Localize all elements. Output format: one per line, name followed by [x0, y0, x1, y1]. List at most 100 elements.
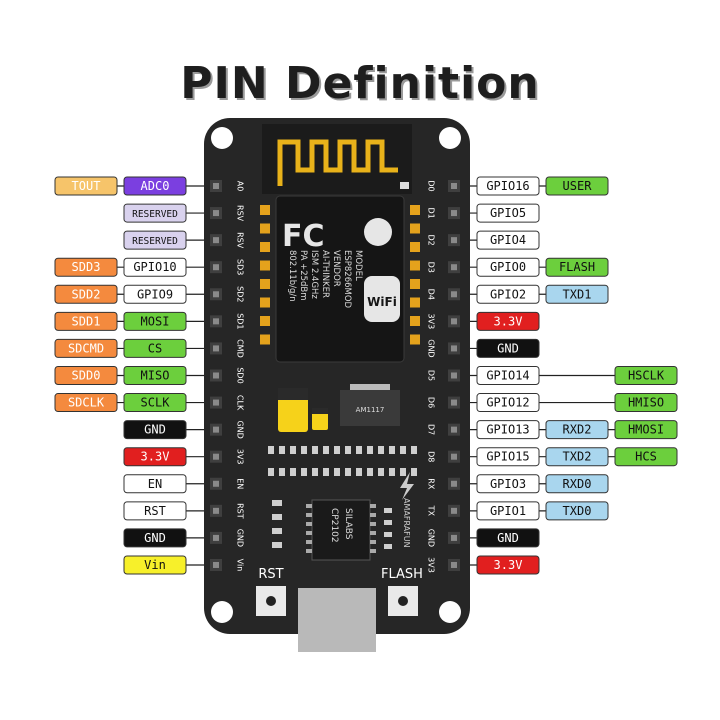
usb-port[interactable]	[298, 588, 376, 652]
pin-label-hsclk: HSCLK	[614, 365, 678, 385]
module-text-line: 802.11b/g/n	[287, 250, 297, 302]
header-pin-left-core	[213, 345, 219, 352]
header-pin-left-core	[213, 237, 219, 244]
pin-label-sdcmd: SDCMD	[54, 338, 118, 358]
pin-label-rxd0: RXD0	[545, 474, 609, 494]
pin-label-box	[123, 257, 187, 277]
pin-label-rxd2: RXD2	[545, 420, 609, 440]
voltage-regulator	[340, 390, 400, 426]
pin-label-gpio14: GPIO14	[476, 365, 540, 385]
header-pin-right-core	[451, 480, 457, 487]
pin-name-right: D1	[427, 207, 436, 218]
header-pin-left-core	[213, 264, 219, 271]
pin-label-box	[123, 474, 187, 494]
pin-label-text: TOUT	[72, 179, 101, 193]
pin-label-rst: RST	[123, 501, 187, 521]
header-pin-left-core	[213, 183, 219, 189]
pin-label-tout: TOUT	[54, 176, 118, 196]
pin-name-left: RSV	[236, 205, 245, 222]
chip-pin	[306, 513, 312, 517]
chip-pin	[370, 522, 376, 526]
pin-label-box	[476, 393, 540, 413]
pin-label-sdd1: SDD1	[54, 311, 118, 331]
wifi-logo	[364, 276, 400, 322]
pin-label-box	[54, 393, 118, 413]
header-pin-left-core	[213, 210, 219, 217]
pin-label-text: GPIO5	[490, 206, 526, 220]
header-pin-left-core	[213, 426, 219, 433]
pin-label-gnd: GND	[476, 338, 540, 358]
pin-label-text: SCLK	[141, 396, 171, 410]
smd-resistor	[268, 468, 274, 476]
smd-resistor	[367, 446, 373, 454]
header-pin-left-core	[213, 534, 219, 541]
pin-label-text: SDCLK	[68, 396, 105, 410]
smd-resistor	[367, 468, 373, 476]
header-pin-right-core	[451, 426, 457, 433]
pin-label-gpio2: GPIO2	[476, 284, 540, 304]
pin-label-gnd: GND	[123, 528, 187, 548]
rst-button-label: RST	[258, 567, 283, 582]
pin-label-txd0: TXD0	[545, 501, 609, 521]
pin-label-text: RST	[144, 504, 166, 518]
pin-name-left: CLK	[236, 395, 245, 411]
pin-label-text: USER	[563, 179, 593, 193]
header-pin-right-core	[451, 453, 457, 460]
pin-label-box	[123, 338, 187, 358]
pin-label-box	[54, 338, 118, 358]
pin-name-right: 3V3	[427, 314, 436, 330]
pin-label-box	[476, 365, 540, 385]
pin-name-left: RSV	[236, 232, 245, 249]
smd-resistor	[290, 446, 296, 454]
pin-name-left: SD3	[236, 259, 245, 275]
header-pin-right-core	[451, 291, 457, 298]
pin-label-text: GPIO16	[486, 179, 529, 193]
pin-label-text: HMOSI	[628, 423, 664, 437]
page-title: PIN Definition	[180, 58, 540, 109]
pin-label-text: GPIO12	[486, 396, 529, 410]
pin-label-box	[123, 528, 187, 548]
pin-label-box	[545, 447, 609, 467]
pin-label-text: 3.3V	[494, 314, 523, 328]
pin-label-text: EN	[148, 477, 162, 491]
pin-label-3-3v: 3.3V	[476, 555, 540, 575]
pin-label-box	[614, 393, 678, 413]
pin-label-box	[476, 176, 540, 196]
pin-label-text: ADC0	[141, 179, 170, 193]
pin-label-reserved: RESERVED	[123, 203, 187, 223]
pin-label-box	[476, 284, 540, 304]
header-pin-right-core	[451, 237, 457, 244]
brand-label: AMAFRAFUN	[402, 498, 411, 548]
module-pad	[410, 205, 420, 215]
pin-label-box	[545, 474, 609, 494]
smd-part	[272, 500, 282, 506]
pin-label-gpio5: GPIO5	[476, 203, 540, 223]
pin-label-text: RESERVED	[132, 209, 178, 220]
flash-button-label: FLASH	[381, 567, 423, 582]
pin-label-gpio10: GPIO10	[123, 257, 187, 277]
header-pin-right-core	[451, 534, 457, 541]
pin-label-text: RXD2	[563, 423, 592, 437]
module-pads	[260, 205, 420, 345]
pin-label-box	[123, 501, 187, 521]
pin-label-hcs: HCS	[614, 447, 678, 467]
pin-label-text: FLASH	[559, 260, 595, 274]
pin-label-box	[54, 284, 118, 304]
pin-name-right: 3V3	[427, 557, 436, 573]
pin-label-3-3v: 3.3V	[476, 311, 540, 331]
header-pin-left-core	[213, 372, 219, 379]
pin-name-right: D6	[427, 397, 436, 408]
smd-components	[268, 446, 417, 549]
smd-resistor	[279, 468, 285, 476]
smd-resistor	[411, 468, 417, 476]
pin-names: A0RSVRSVSD3SD2SD1CMDSD0CLKGND3V3ENRSTGND…	[236, 180, 436, 572]
pin-label-box	[476, 528, 540, 548]
smd-part	[384, 520, 392, 525]
mount-hole-top-right	[439, 127, 461, 149]
smd-resistor	[334, 468, 340, 476]
pin-label-gnd: GND	[476, 528, 540, 548]
module-pad	[410, 297, 420, 308]
pin-label-txd2: TXD2	[545, 447, 609, 467]
smd-resistor	[389, 468, 395, 476]
pin-name-left: EN	[236, 478, 245, 489]
